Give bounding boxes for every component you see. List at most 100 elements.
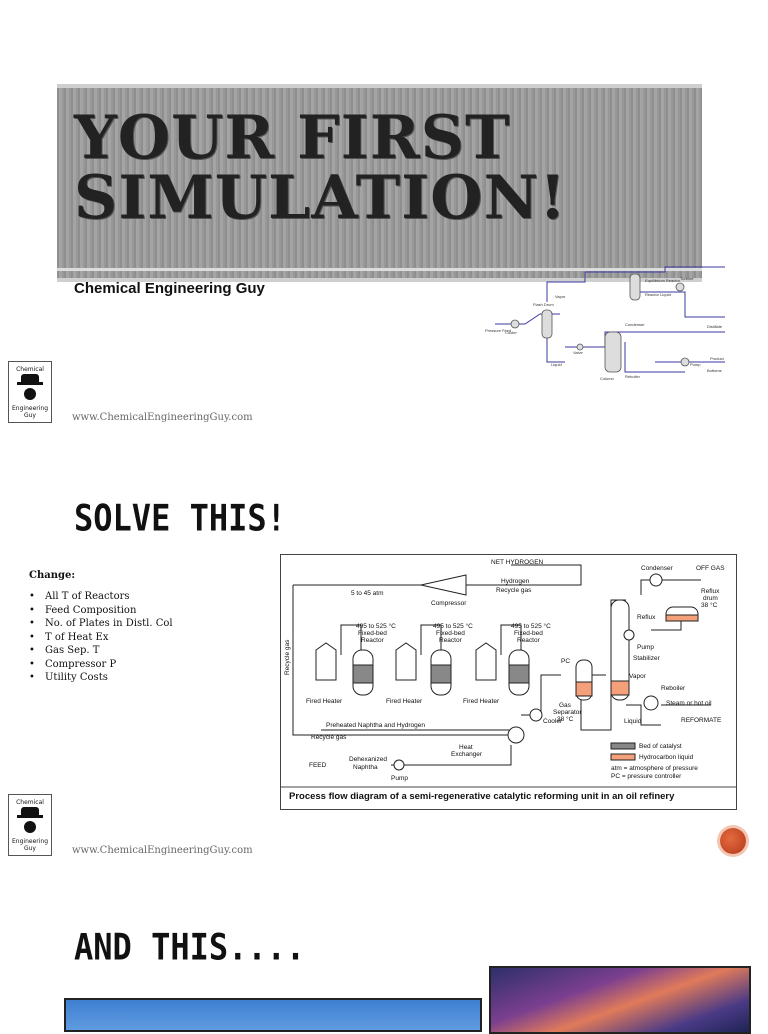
- pfd-legend-atm: atm = atmosphere of pressure: [611, 765, 698, 772]
- hat-brim-icon: [17, 815, 43, 818]
- change-label: Change:: [29, 570, 76, 581]
- stabilizer-column: [610, 599, 630, 701]
- pfd-caption: Process flow diagram of a semi-regenerat…: [289, 791, 675, 802]
- change-item: Feed Composition: [29, 604, 173, 618]
- logo-text-bottom: Engineering Guy: [12, 405, 48, 419]
- pfd-liquid: Liquid: [624, 718, 642, 725]
- mini-label-0: Cooler: [505, 330, 517, 335]
- pfd-gas-separator-2: Separator: [553, 709, 582, 716]
- title-line-2: SIMULATION!: [74, 163, 567, 233]
- pfd-pump: Pump: [391, 775, 408, 782]
- reflux-pump-icon: [623, 629, 635, 641]
- pfd-reboiler: Reboiler: [661, 685, 686, 692]
- pfd-reactor-label-1b: Reactor: [361, 637, 385, 644]
- mini-label-9: Equilibrium Reactor: [645, 278, 681, 283]
- flash-drum: [541, 309, 553, 339]
- mini-label-1: Vapor: [555, 294, 566, 299]
- pfd-fired-heater-2: Fired Heater: [386, 698, 423, 705]
- chemical-engineering-guy-logo: Chemical Engineering Guy: [8, 361, 52, 423]
- legend-bed-swatch: [610, 742, 636, 750]
- mini-label-6: Column: [600, 376, 614, 381]
- pfd-fired-heater-3: Fired Heater: [463, 698, 500, 705]
- change-item: Gas Sep. T: [29, 644, 173, 658]
- distillation-column: [604, 331, 622, 373]
- fired-heater-3: [475, 642, 497, 681]
- mini-label-11: Reactor Liquid: [645, 292, 671, 297]
- pfd-hydrogen: Hydrogen: [501, 578, 530, 585]
- pfd-steam: Steam or hot oil: [666, 700, 712, 707]
- heat-exchanger-icon: [507, 726, 525, 744]
- pfd-reflux-drum-2: drum: [703, 595, 718, 602]
- pfd-reactor-label-1a: Fixed-bed: [358, 630, 387, 637]
- slide-subtitle: Chemical Engineering Guy: [74, 280, 265, 297]
- pfd-compressor: Compressor: [431, 600, 467, 607]
- pfd-cooler: Cooler: [543, 718, 563, 725]
- logo-text-top: Chemical: [16, 799, 44, 806]
- pfd-net-hydrogen: NET HYDROGEN: [491, 559, 544, 566]
- fired-heater-2: [395, 642, 417, 681]
- legend-liquid-swatch: [610, 753, 636, 761]
- pfd-reactor-label-2a: Fixed-bed: [436, 630, 465, 637]
- change-item: T of Heat Ex: [29, 631, 173, 645]
- pfd-reactor-temp-2: 495 to 525 °C: [433, 622, 473, 630]
- pfd-reactor-label-2b: Reactor: [439, 637, 463, 644]
- cooler-node: [510, 319, 520, 329]
- pfd-reactor-temp-3: 495 to 525 °C: [511, 622, 551, 630]
- valve-node: [576, 343, 584, 351]
- pfd-legend-pc: PC = pressure controller: [611, 773, 682, 780]
- sky-photo: [64, 998, 482, 1032]
- navigation-button[interactable]: [720, 828, 746, 854]
- pfd-svg: NET HYDROGEN Hydrogen Recycle gas 5 to 4…: [281, 559, 736, 788]
- pfd-pc: PC: [561, 658, 570, 665]
- pfd-stabilizer: Stabilizer: [633, 655, 661, 662]
- mini-label-3: Liquid: [551, 362, 562, 367]
- pfd-feed: FEED: [309, 762, 327, 769]
- change-item: Utility Costs: [29, 671, 173, 685]
- slide2-heading: SOLVE THIS!: [74, 496, 286, 540]
- turbine-node: [675, 282, 685, 292]
- equilibrium-reactor: [629, 273, 641, 301]
- website-link[interactable]: www.ChemicalEngineeringGuy.com: [72, 412, 253, 423]
- fired-heater-1: [315, 642, 337, 681]
- logo-text-top: Chemical: [16, 366, 44, 373]
- website-link-2[interactable]: www.ChemicalEngineeringGuy.com: [72, 845, 253, 856]
- hat-icon: [21, 374, 39, 383]
- slide3-heading: AND THIS....: [74, 925, 306, 969]
- hat-brim-icon: [17, 382, 43, 385]
- pfd-gas-separator-3: 38 °C: [557, 715, 574, 723]
- mini-label-15: Bottoms: [707, 368, 722, 373]
- face-icon: [24, 821, 36, 833]
- pfd-reflux-drum-1: Reflux: [701, 588, 720, 595]
- pfd-legend-liquid: Hydrocarbon liquid: [639, 754, 694, 761]
- mini-label-13: Reboiler: [625, 374, 641, 379]
- pfd-recycle-gas-top: Recycle gas: [496, 587, 532, 594]
- pfd-reflux-drum-3: 38 °C: [701, 601, 718, 609]
- pfd-heat-exchanger-1: Heat: [459, 744, 473, 751]
- mini-label-2: Flash Drum: [533, 302, 554, 307]
- compressor-icon: [420, 574, 467, 596]
- pfd-off-gas: OFF GAS: [696, 565, 725, 572]
- hat-icon: [21, 807, 39, 816]
- pfd-recycle-gas-side: Recycle gas: [284, 639, 291, 675]
- title-banner: [57, 84, 702, 282]
- pfd-gas-separator-1: Gas: [559, 702, 572, 709]
- pfd-reactor-label-3b: Reactor: [517, 637, 541, 644]
- pfd-reactor-label-3a: Fixed-bed: [514, 630, 543, 637]
- pump-node: [680, 357, 690, 367]
- pfd-fired-heater-1: Fired Heater: [306, 698, 343, 705]
- pfd-reflux: Reflux: [637, 614, 656, 621]
- chemical-engineering-guy-logo-2: Chemical Engineering Guy: [8, 794, 52, 856]
- change-item: No. of Plates in Distl. Col: [29, 617, 173, 631]
- reboiler-icon: [643, 695, 659, 711]
- pfd-vapor: Vapor: [629, 673, 647, 680]
- mini-label-10: Turbine: [680, 276, 694, 281]
- pfd-condenser: Condenser: [641, 565, 674, 572]
- change-item: Compressor P: [29, 658, 173, 672]
- pfd-pressure: 5 to 45 atm: [351, 590, 384, 597]
- mini-label-5: Valve: [573, 350, 583, 355]
- change-item: All T of Reactors: [29, 590, 173, 604]
- mini-label-7: Pump: [690, 362, 701, 367]
- pfd-recycle-gas-bottom: Recycle gas: [311, 734, 347, 741]
- mini-label-8: Product: [710, 356, 725, 361]
